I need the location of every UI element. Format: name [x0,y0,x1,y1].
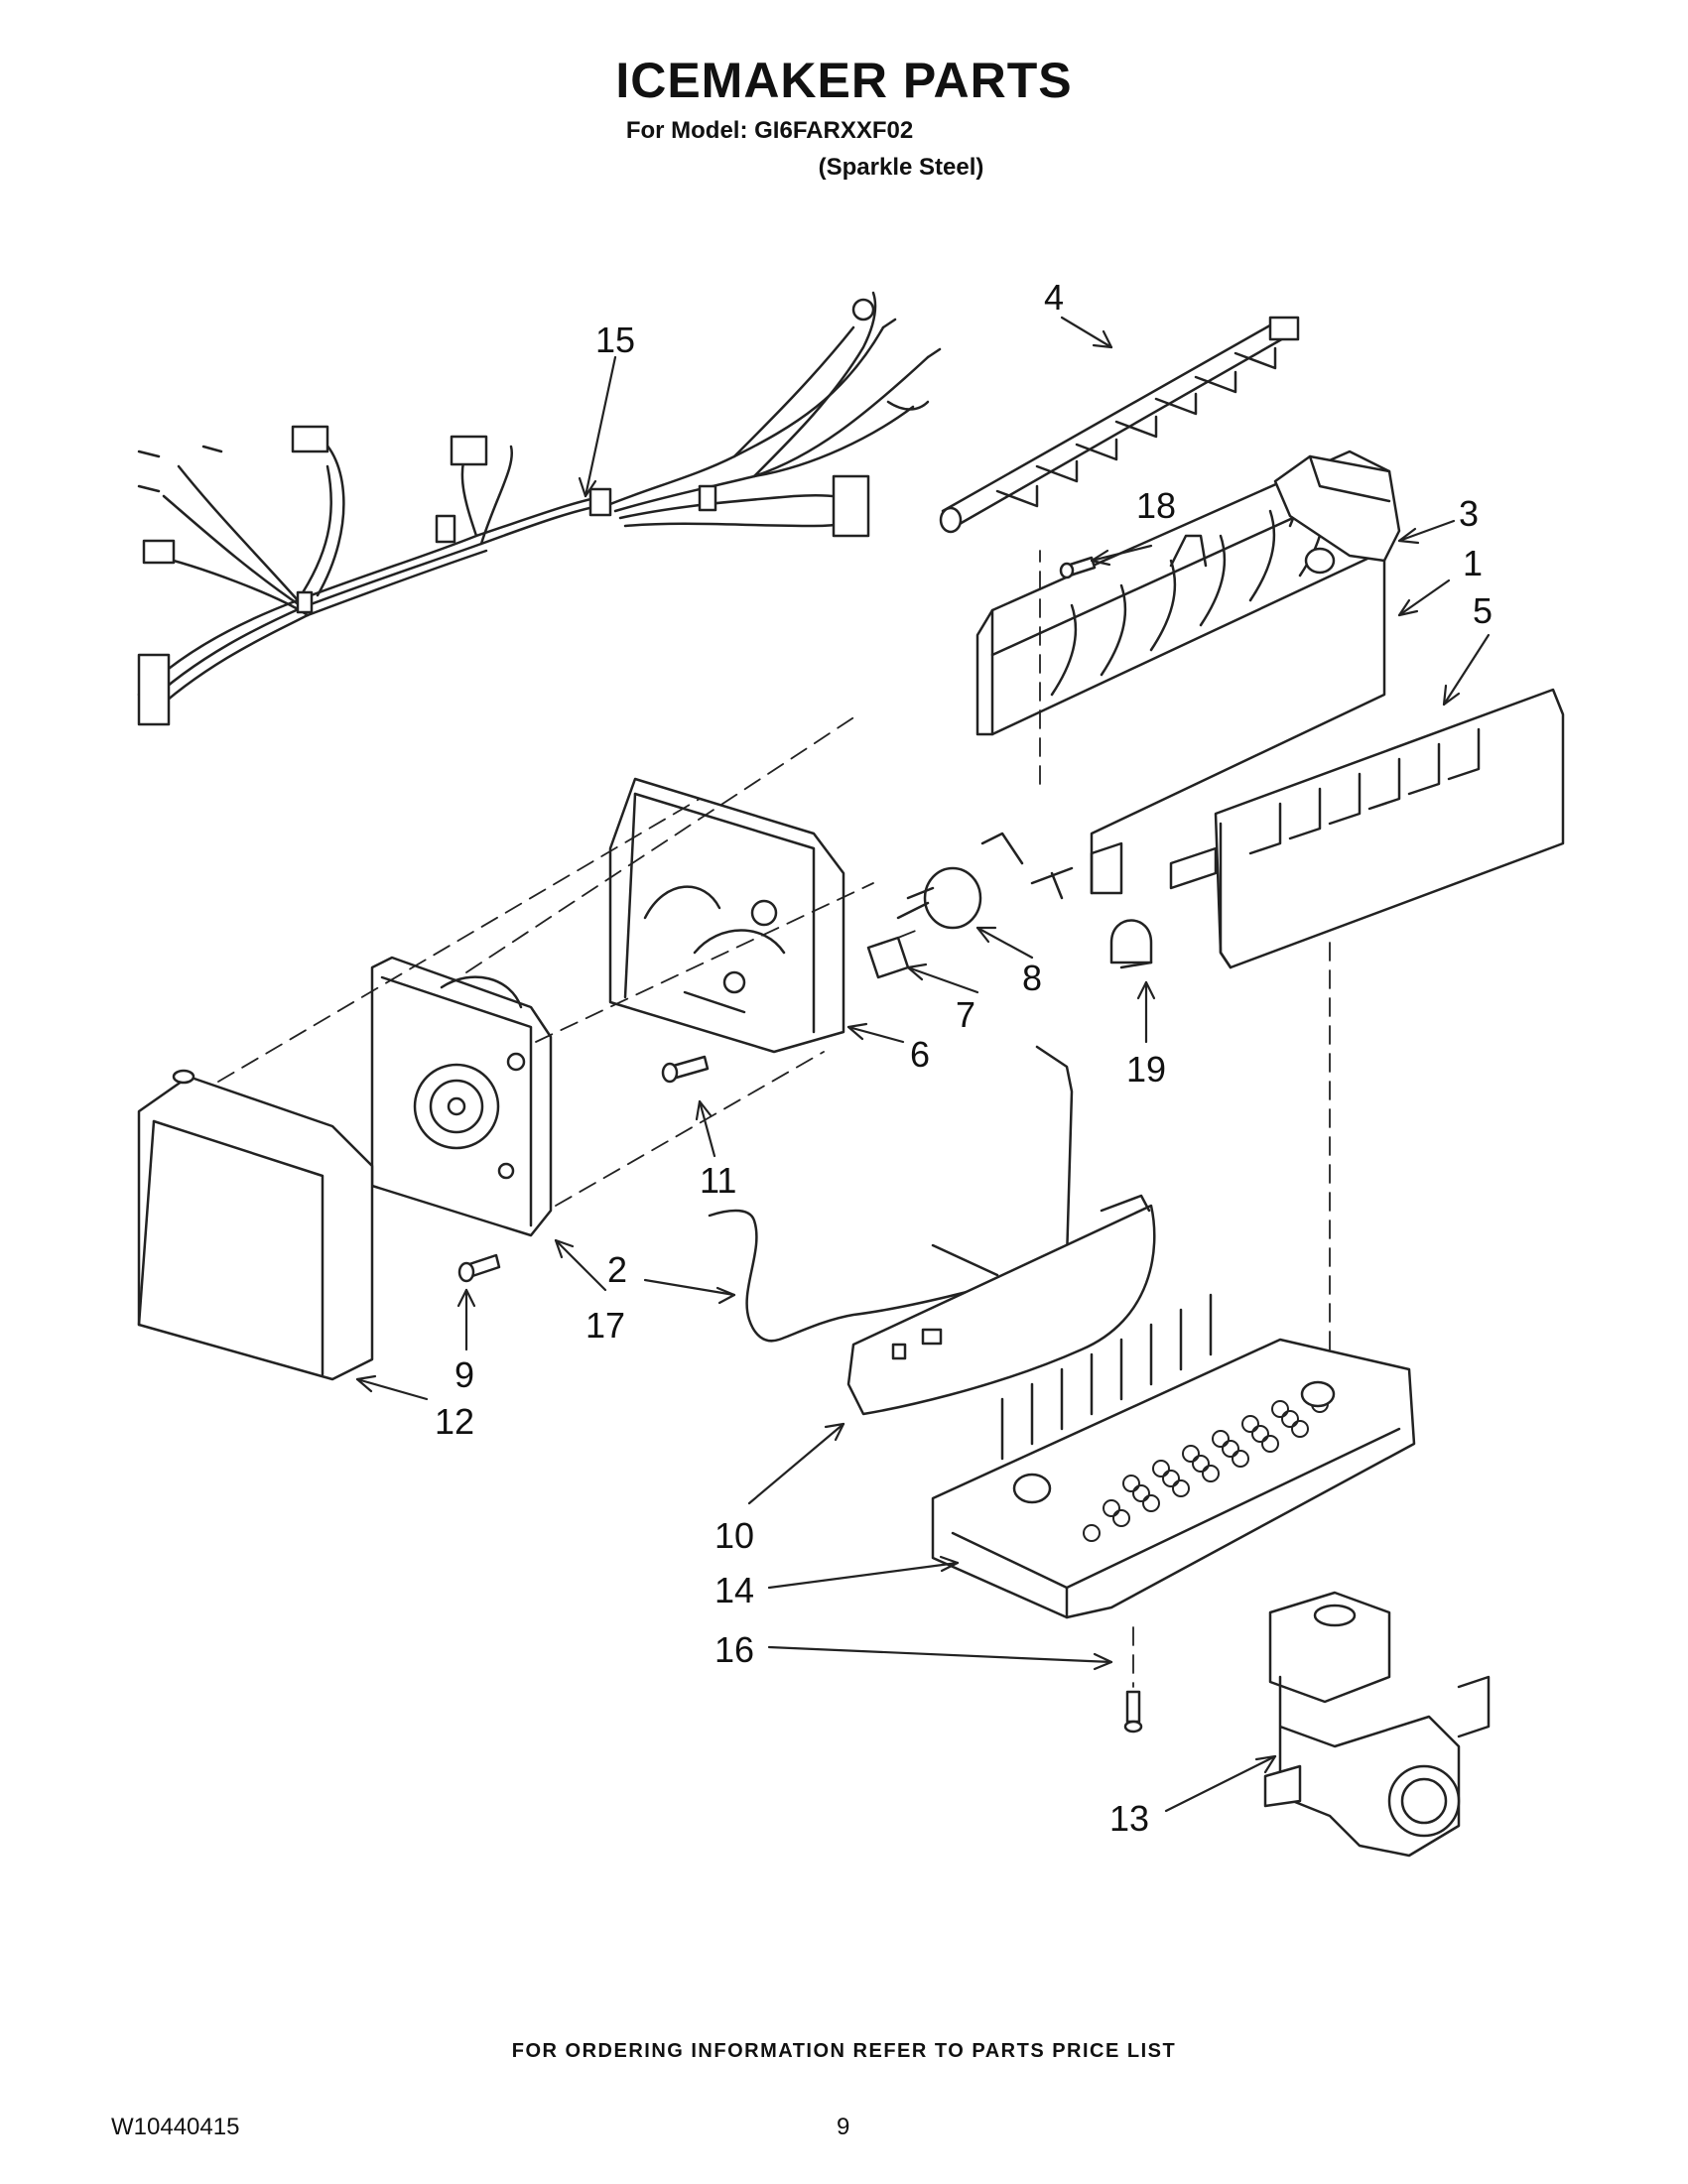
callout-8: 8 [1022,958,1042,998]
page-title: ICEMAKER PARTS [615,53,1073,108]
fill-cup-part [931,1293,1416,1619]
housing-part [608,777,845,1054]
callout-18: 18 [1136,485,1176,526]
ordering-info-note: FOR ORDERING INFORMATION REFER TO PARTS … [511,2040,1177,2062]
callout-11: 11 [700,1160,736,1201]
model-number: For Model: GI6FARXXF02 [625,117,914,144]
cover-part [1169,688,1565,969]
shutoff-flap-part [846,1194,1156,1416]
callout-14: 14 [714,1570,754,1610]
assembly-lines [217,550,1331,1688]
thermostat-part [866,832,1074,979]
callout-9: 9 [454,1354,474,1395]
clip-part [1109,919,1153,969]
water-valve-part [1263,1591,1491,1858]
motor-plate-part [370,956,553,1237]
callout-17: 17 [585,1305,625,1346]
callout-10: 10 [714,1515,754,1556]
callout-3: 3 [1459,493,1479,534]
screw-part [457,556,1143,1734]
callout-6: 6 [910,1034,930,1075]
model-variant: (Sparkle Steel) [818,154,984,181]
callout-13: 13 [1109,1798,1149,1839]
document-number: W10440415 [111,2114,240,2140]
callout-16: 16 [714,1629,754,1670]
callout-12: 12 [435,1401,474,1442]
callout-1: 1 [1463,543,1483,583]
wire-harness-part [137,291,942,726]
page-number: 9 [837,2114,850,2140]
callout-19: 19 [1126,1049,1166,1090]
ejector-part [939,316,1300,534]
control-cover-part [137,1069,374,1381]
callout-4: 4 [1044,277,1064,318]
leader-arrows [355,316,1491,1813]
stripper-part [1273,454,1401,575]
callout-2: 2 [607,1249,627,1290]
callout-7: 7 [956,994,975,1035]
callout-5: 5 [1473,590,1493,631]
callout-15: 15 [595,320,635,360]
